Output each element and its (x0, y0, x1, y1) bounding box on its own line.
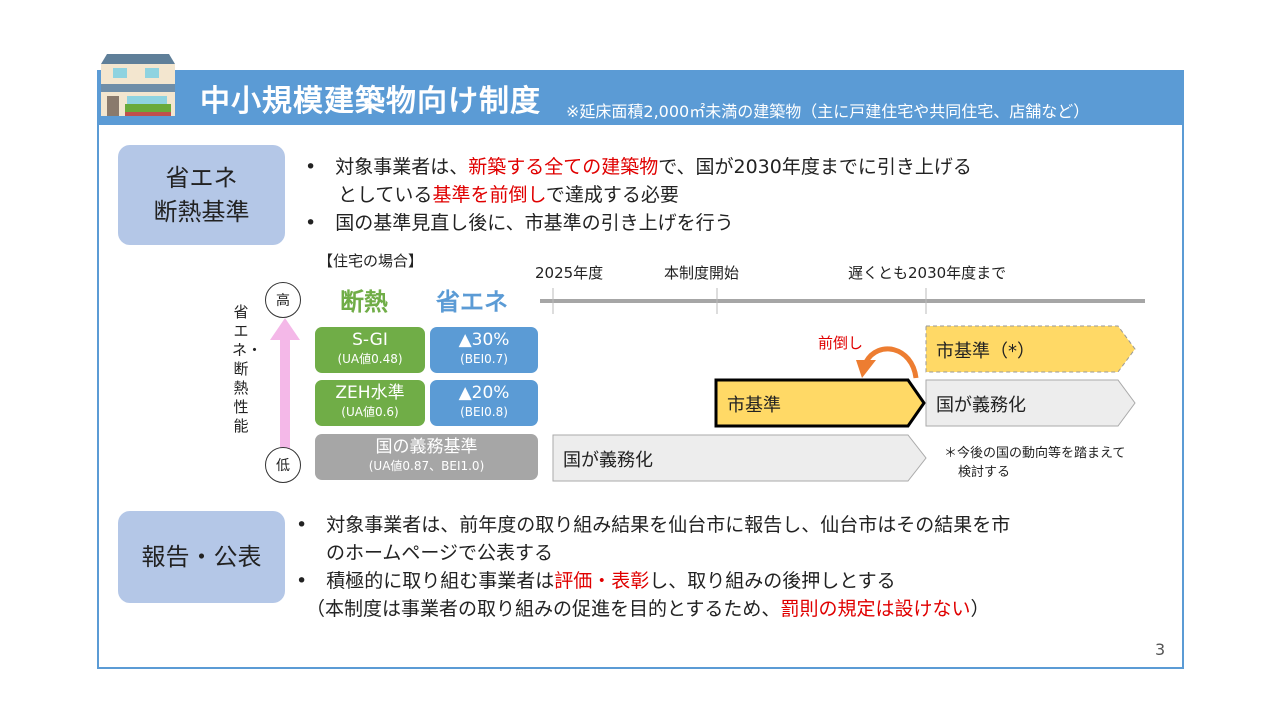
advance-label: 前倒し (818, 334, 864, 352)
bullet-4: • 積極的に取り組む事業者は評価・表彰し、取り組みの後押しとする (296, 570, 896, 592)
city-bar (714, 378, 926, 428)
case-label: 【住宅の場合】 (318, 252, 424, 270)
national-2025-bar (552, 434, 927, 482)
energy-30: ▲30%(BEI0.7) (430, 327, 538, 373)
city-label: 市基準 (727, 395, 781, 416)
label-line: 断熱基準 (153, 198, 250, 226)
advance-arrow-head (856, 360, 876, 378)
city-future-label: 市基準（*） (936, 341, 1035, 362)
section-label-report: 報告・公表 (118, 511, 285, 603)
header-band (97, 70, 1184, 125)
page-number: 3 (1155, 640, 1166, 659)
bullet-1: • 対象事業者は、新築する全ての建築物で、国が2030年度までに引き上げる (305, 156, 972, 178)
timeline-label-start: 本制度開始 (664, 264, 740, 282)
footnote: ＊今後の国の動向等を踏まえて検討する (944, 446, 1126, 480)
timeline-label-2030: 遅くとも2030年度まで (848, 264, 1007, 282)
page-title: 中小規模建築物向け制度 (200, 84, 541, 119)
timeline-label-2025: 2025年度 (535, 264, 604, 282)
bullet-3-cont: のホームページで公表する (326, 542, 554, 564)
section-label-standards: 省エネ断熱基準 (118, 145, 285, 245)
city-future-bar (925, 325, 1136, 373)
bullet-2: • 国の基準見直し後に、市基準の引き上げを行う (305, 212, 734, 234)
bullet-1-cont: としている基準を前倒しで達成する必要 (338, 184, 679, 206)
low-marker: 低 (265, 447, 301, 483)
national-2030-bar (925, 379, 1136, 427)
energy-20: ▲20%(BEI0.8) (430, 380, 538, 426)
penalty-note: （本制度は事業者の取り組みの促進を目的とするため、罰則の規定は設けない） (306, 598, 990, 620)
advance-arrow (863, 346, 919, 379)
label-line: 省エネ (165, 164, 238, 192)
national-base: 国の義務基準(UA値0.87、BEI1.0) (315, 434, 538, 480)
high-marker: 高 (265, 282, 301, 318)
national-2030-label: 国が義務化 (936, 395, 1026, 416)
col-insulation: 断熱 (340, 288, 388, 316)
bullet-3: • 対象事業者は、前年度の取り組み結果を仙台市に報告し、仙台市はその結果を市 (296, 514, 1011, 536)
insulation-sgi: S-GI(UA値0.48) (315, 327, 425, 373)
col-energy: 省エネ (436, 288, 508, 316)
national-2025-label: 国が義務化 (563, 450, 653, 471)
insulation-zeh: ZEH水準(UA値0.6) (315, 380, 425, 426)
scope-note: ※延床面積2,000㎡未満の建築物（主に戸建住宅や共同住宅、店舗など） (566, 102, 1090, 121)
house-icon (101, 54, 175, 116)
up-arrow-icon (270, 318, 300, 460)
